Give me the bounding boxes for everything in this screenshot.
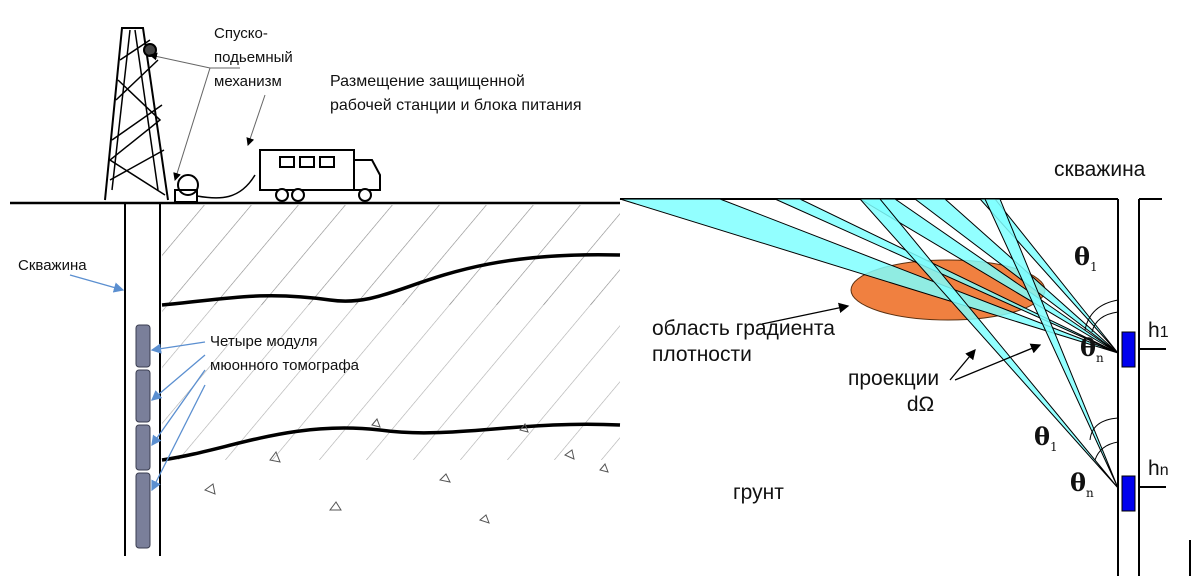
h-index: 1	[1159, 324, 1169, 341]
theta-index: 1	[1050, 439, 1058, 454]
theta-symbol: θ	[1080, 333, 1097, 362]
label-line: Размещение защищенной	[330, 73, 525, 90]
h-symbol: h	[1148, 319, 1160, 342]
label-line: механизм	[214, 73, 282, 90]
gradient-region-label: область градиента плотности	[652, 316, 835, 368]
ground-label: грунт	[733, 481, 784, 504]
theta-symbol: θ	[1034, 422, 1051, 451]
h-index: n	[1159, 462, 1169, 479]
detectors	[1121, 331, 1136, 512]
module-arrows	[69, 274, 206, 492]
projections-label: проекции dΩ	[848, 366, 939, 418]
label-line: подьемный	[214, 49, 293, 66]
theta-1-lower: θ1	[1034, 422, 1058, 454]
theta-1-upper: θ1	[1074, 242, 1098, 274]
h1-label: h1	[1148, 318, 1169, 346]
hn-label: hn	[1148, 456, 1169, 484]
tomograph-modules	[135, 324, 151, 549]
angle-arcs	[1084, 299, 1119, 461]
label-line: рабочей станции и блока питания	[330, 97, 582, 114]
h-symbol: h	[1148, 457, 1160, 480]
leader-lines	[149, 52, 266, 181]
ground-cross-section	[10, 201, 621, 556]
theta-n-lower: θn	[1070, 468, 1094, 500]
label-line: dΩ	[906, 393, 935, 416]
theta-symbol: θ	[1074, 242, 1091, 271]
workstation-label: Размещение защищенной рабочей станции и …	[330, 70, 582, 118]
label-line: проекции	[848, 367, 940, 390]
label-line: Спуско-	[214, 25, 268, 42]
theta-symbol: θ	[1070, 468, 1087, 497]
drilling-tower	[104, 27, 199, 203]
theta-index: 1	[1090, 259, 1098, 274]
truck	[196, 149, 381, 202]
muon-beams	[619, 198, 1119, 489]
label-line: Четыре модуля	[210, 333, 318, 350]
well-label-left: Скважина	[18, 257, 87, 274]
label-line: область градиента	[652, 317, 835, 340]
annotation-arrows	[761, 302, 1042, 381]
label-line: плотности	[652, 343, 752, 366]
theta-index: n	[1086, 485, 1094, 500]
theta-n-upper: θn	[1080, 333, 1104, 365]
modules-label: Четыре модуля мюонного томографа	[210, 330, 359, 378]
label-line: мюонного томографа	[210, 357, 360, 374]
well-label-right: скважина	[1054, 158, 1146, 181]
lifting-mechanism-label: Спуско- подьемный механизм	[214, 22, 293, 94]
theta-index: n	[1096, 350, 1104, 365]
